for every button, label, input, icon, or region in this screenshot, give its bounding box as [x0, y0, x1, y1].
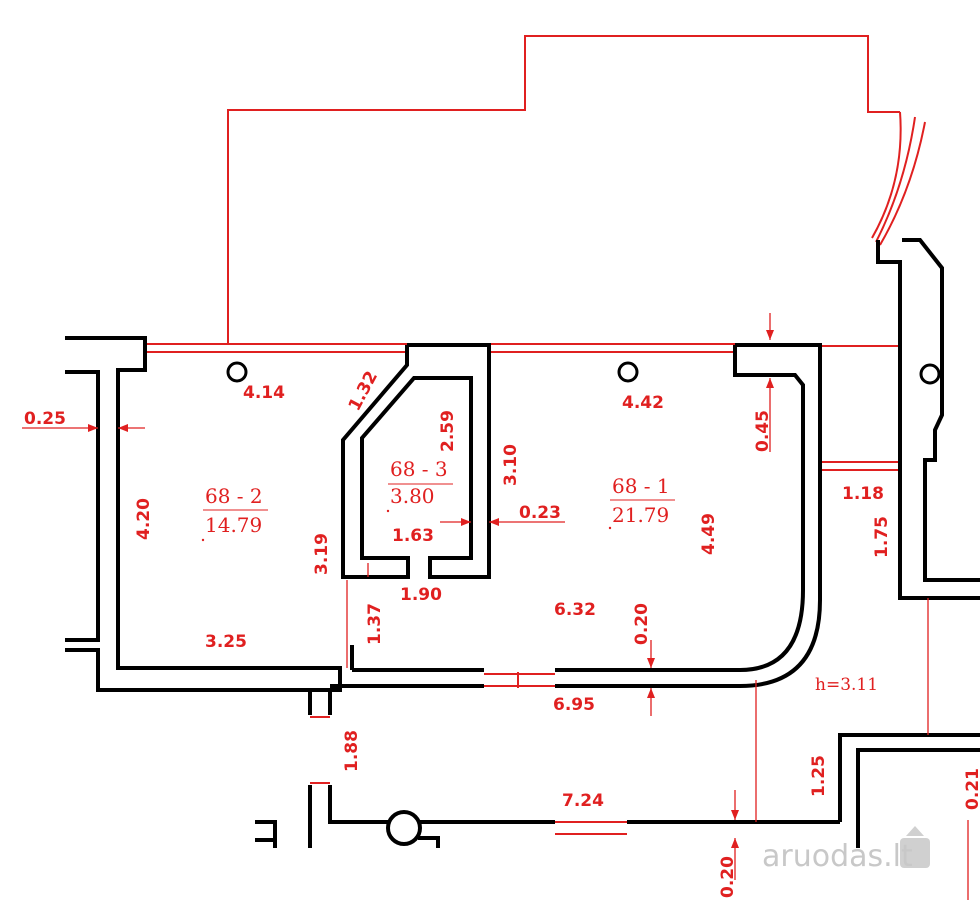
- ceiling-height: h=3.11: [815, 675, 878, 695]
- room-labels: 68 - 2 14.79 68 - 3 3.80 68 - 1 21.79: [201, 457, 675, 542]
- room-68-3: 68 - 3 3.80: [386, 457, 453, 513]
- dim-2-59: 2.59: [438, 410, 458, 452]
- dim-0-23: 0.23: [519, 503, 561, 523]
- dim-0-20-a: 0.20: [632, 603, 652, 645]
- dim-1-90: 1.90: [400, 585, 442, 605]
- dim-1-75: 1.75: [872, 516, 892, 558]
- balcony-outline: [227, 35, 926, 343]
- dim-4-20: 4.20: [134, 498, 154, 540]
- column-markers: [226, 361, 941, 846]
- watermark-text: aruodas.lt: [762, 839, 913, 874]
- room-area: 21.79: [612, 503, 669, 527]
- dim-6-95: 6.95: [553, 695, 595, 715]
- room-id: 68 - 2: [205, 484, 263, 508]
- dim-1-25: 1.25: [809, 755, 829, 797]
- room-area: 3.80: [390, 484, 435, 508]
- dim-4-42: 4.42: [622, 393, 664, 413]
- watermark-logo: aruodas.lt: [762, 826, 930, 874]
- dim-1-18: 1.18: [842, 484, 884, 504]
- dim-1-37: 1.37: [365, 603, 385, 645]
- room-area: 14.79: [205, 513, 262, 537]
- dim-3-10: 3.10: [501, 444, 521, 486]
- dim-4-49: 4.49: [699, 513, 719, 555]
- dim-4-14: 4.14: [243, 383, 285, 403]
- room-68-1: 68 - 1 21.79: [608, 474, 675, 530]
- dim-1-88: 1.88: [342, 730, 362, 772]
- dim-7-24: 7.24: [562, 791, 604, 811]
- dim-3-25: 3.25: [205, 632, 247, 652]
- room-id: 68 - 3: [390, 457, 448, 481]
- dim-1-32: 1.32: [345, 368, 382, 414]
- walls: [65, 238, 980, 848]
- dim-0-20-b: 0.20: [718, 856, 738, 898]
- dim-3-19: 3.19: [312, 533, 332, 575]
- dim-1-63: 1.63: [392, 526, 434, 546]
- dim-0-21: 0.21: [963, 768, 980, 810]
- dimension-labels: 4.14 1.32 2.59 3.10 4.42 0.45 0.25 4.20 …: [24, 368, 980, 898]
- room-id: 68 - 1: [612, 474, 670, 498]
- window-lines: [145, 343, 902, 835]
- dimension-lines: [22, 313, 969, 900]
- dim-6-32: 6.32: [554, 600, 596, 620]
- room-68-2: 68 - 2 14.79: [201, 484, 268, 542]
- dim-0-25: 0.25: [24, 409, 66, 429]
- dim-0-45: 0.45: [753, 410, 773, 452]
